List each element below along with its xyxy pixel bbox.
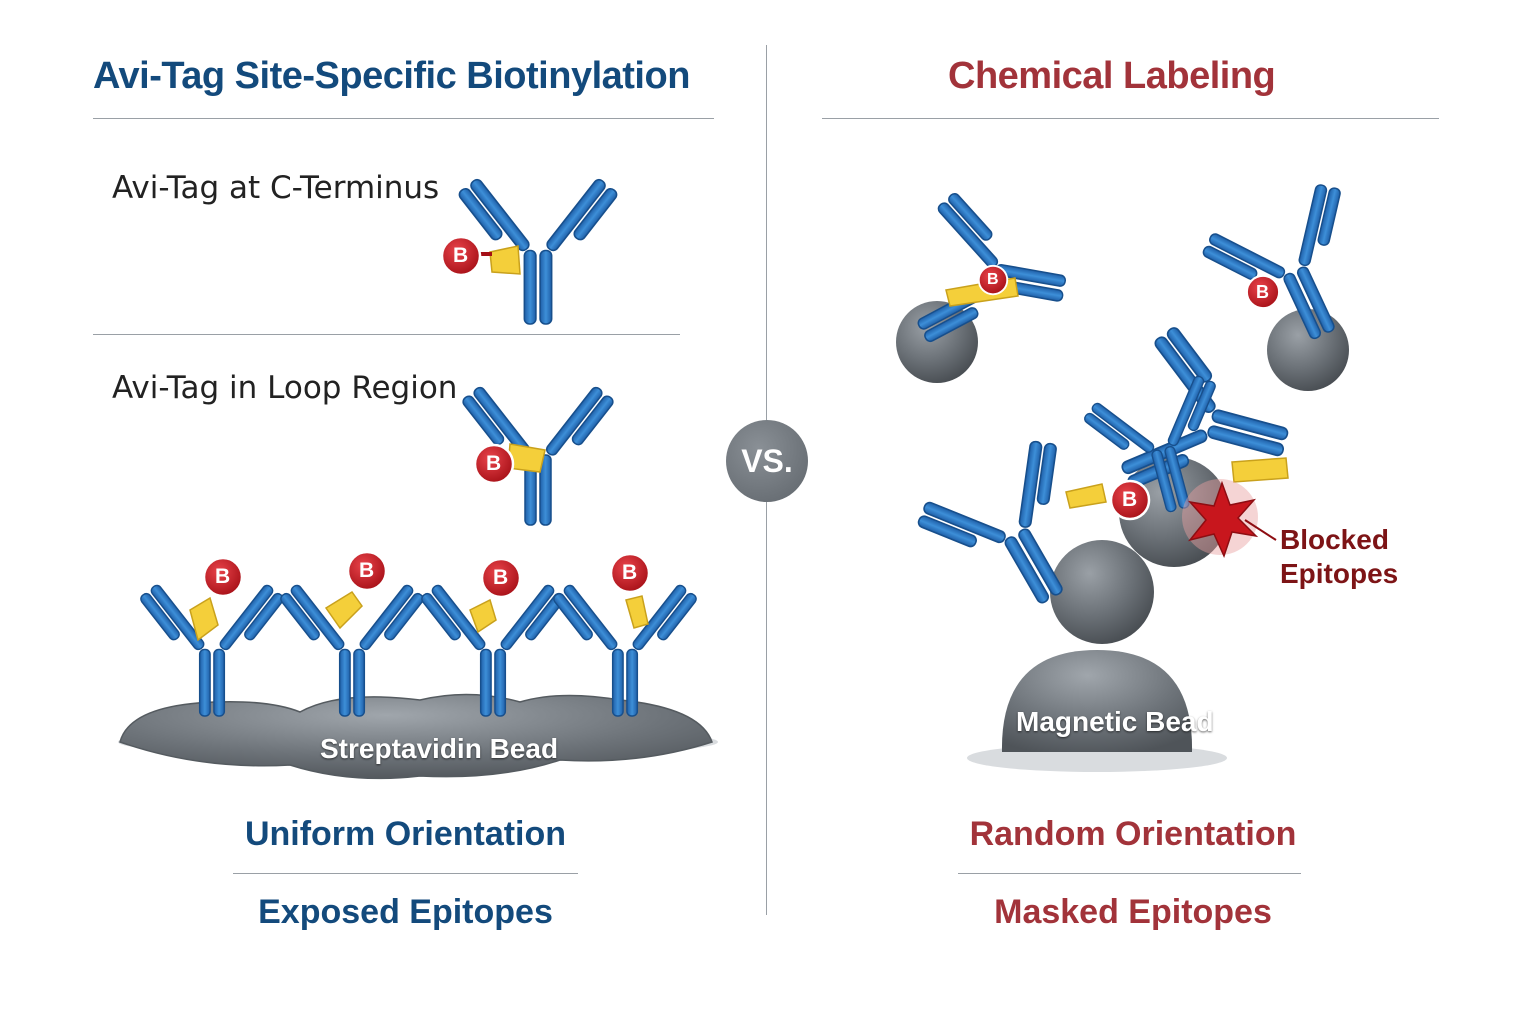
cluster-bead-upper (1119, 457, 1229, 567)
left-title-rule (93, 118, 714, 119)
blocked-pointer (1244, 519, 1277, 541)
left-section-rule (93, 334, 680, 335)
c-terminus-label: Avi-Tag at C-Terminus (112, 170, 440, 206)
cluster-bead-lower (1050, 540, 1154, 644)
blocked-line-2: Epitopes (1280, 558, 1399, 589)
c-terminus-antibody (456, 176, 620, 325)
right-title-rule (822, 118, 1439, 119)
loop-region-label: Avi-Tag in Loop Region (112, 370, 458, 406)
biotin-letter: B (359, 559, 375, 582)
right-outcome-epitopes: Masked Epitopes (994, 893, 1272, 931)
biotin-letter: B (493, 566, 509, 589)
left-outcome-orientation: Uniform Orientation (244, 815, 567, 853)
biotin-letter: B (215, 565, 231, 588)
streptavidin-bead (119, 693, 713, 780)
blocked-epitopes-label: Blocked Epitopes (1280, 523, 1398, 591)
right-outcome-rule (958, 873, 1301, 874)
biotin-letter: B (987, 271, 999, 288)
left-outcome-epitopes: Exposed Epitopes (258, 893, 553, 931)
streptavidin-bead-label: Streptavidin Bead (320, 733, 559, 764)
c-terminus-avi-tag (489, 245, 521, 275)
biotin-letter: B (1122, 488, 1138, 511)
biotin-letter: B (622, 561, 638, 584)
biotin-letter: B (486, 452, 502, 475)
vs-badge: VS. (726, 420, 808, 502)
right-outcome-orientation: Random Orientation (969, 815, 1297, 853)
left-outcome-rule (233, 873, 578, 874)
biotin-letter: B (453, 244, 469, 267)
magnetic-bead (1001, 650, 1193, 752)
blocked-line-1: Blocked (1280, 524, 1389, 555)
right-title: Chemical Labeling (948, 55, 1276, 97)
magnetic-bead-label: Magnetic Bead (1016, 706, 1214, 737)
biotin-letter: B (1256, 282, 1269, 302)
left-title: Avi-Tag Site-Specific Biotinylation (93, 55, 690, 97)
blocked-epitope-star (1188, 480, 1259, 559)
